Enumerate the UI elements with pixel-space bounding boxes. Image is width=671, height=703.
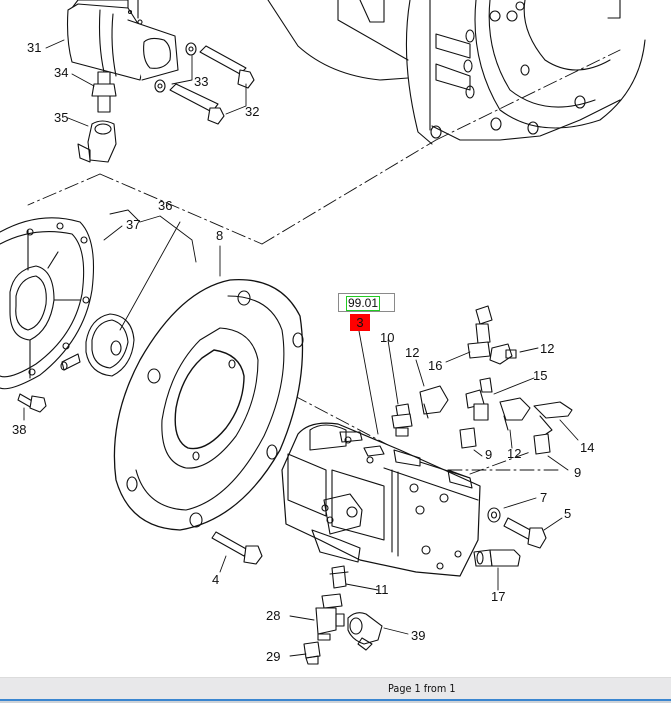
callout-8[interactable]: 8 <box>216 228 224 243</box>
gear-pump-part-31 <box>66 0 179 81</box>
bolts-part-32 <box>154 42 255 125</box>
bolt-part-4 <box>211 531 263 565</box>
pump-assembly-part-3 <box>281 422 481 577</box>
bolt-part-5 <box>487 507 547 549</box>
callout-31[interactable]: 31 <box>27 40 42 55</box>
bottom-edge <box>0 701 671 703</box>
callout-15[interactable]: 15 <box>533 368 548 383</box>
fitting-part-17 <box>473 549 521 567</box>
callout-12-c[interactable]: 12 <box>507 446 522 461</box>
page-indicator: Page 1 from 1 <box>388 682 456 695</box>
bell-housing <box>267 0 646 145</box>
bolt-part-38 <box>17 393 47 413</box>
gear-part-36 <box>60 313 135 377</box>
callout-39[interactable]: 39 <box>411 628 426 643</box>
callout-16[interactable]: 16 <box>428 358 443 373</box>
status-bar: Page 1 from 1 <box>0 677 671 700</box>
callout-29[interactable]: 29 <box>266 649 281 664</box>
reference-box-label: 99.01 <box>346 296 381 311</box>
selected-item-label[interactable]: 3 <box>350 314 370 331</box>
fittings-lower <box>303 565 383 665</box>
callout-11[interactable]: 11 <box>375 582 389 597</box>
status-bar-accent-line <box>0 699 671 701</box>
callout-36[interactable]: 36 <box>158 198 173 213</box>
callout-9-b[interactable]: 9 <box>574 465 582 480</box>
callout-35[interactable]: 35 <box>54 110 69 125</box>
callout-12-a[interactable]: 12 <box>405 345 420 360</box>
callout-4[interactable]: 4 <box>212 572 220 587</box>
diagram-canvas[interactable]: 31 34 35 33 32 36 37 8 38 10 12 16 12 15… <box>0 0 671 677</box>
callout-7[interactable]: 7 <box>540 490 548 505</box>
callout-12-b[interactable]: 12 <box>540 341 555 356</box>
fittings-upper <box>391 305 573 455</box>
exploded-parts-drawing <box>0 0 646 665</box>
leader-lines <box>23 39 579 657</box>
callout-17[interactable]: 17 <box>491 589 506 604</box>
callout-33[interactable]: 33 <box>194 74 209 89</box>
callout-37[interactable]: 37 <box>126 217 141 232</box>
callout-34[interactable]: 34 <box>54 65 69 80</box>
callout-5[interactable]: 5 <box>564 506 572 521</box>
plate-part-8 <box>113 278 304 531</box>
callout-14[interactable]: 14 <box>580 440 595 455</box>
callout-38[interactable]: 38 <box>12 422 27 437</box>
callout-32[interactable]: 32 <box>245 104 260 119</box>
callout-9-a[interactable]: 9 <box>485 447 493 462</box>
fittings-part-34-35 <box>77 71 117 163</box>
callout-10[interactable]: 10 <box>380 330 395 345</box>
reference-box[interactable]: 99.01 <box>338 293 395 312</box>
callout-28[interactable]: 28 <box>266 608 281 623</box>
flange-part-37 <box>0 217 95 390</box>
